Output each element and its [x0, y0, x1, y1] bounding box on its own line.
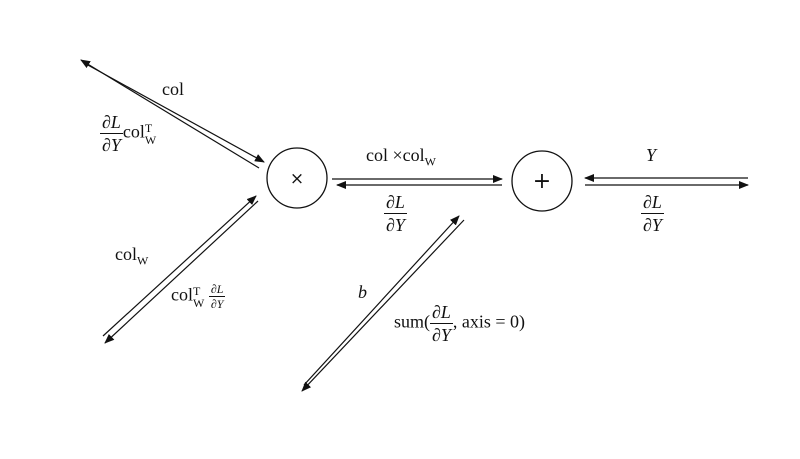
- product-backward-label: ∂L ∂Y: [384, 193, 407, 234]
- w-sub: W: [424, 154, 436, 169]
- colw-backward-arrow: [104, 200, 259, 344]
- y-forward-label: Y: [646, 146, 656, 164]
- add-symbol: +: [533, 169, 551, 194]
- frac-numerator: ∂L: [384, 192, 407, 214]
- product-forward-label: col ×colW: [366, 146, 436, 168]
- frac-numerator: ∂L: [641, 192, 664, 214]
- col-backward-arrow: [80, 59, 260, 169]
- col-term: col: [122, 121, 145, 142]
- w-sub: W: [193, 295, 205, 310]
- sum-func: sum(: [394, 311, 430, 332]
- times-operator: ×: [392, 145, 403, 165]
- frac-denominator: ∂Y: [643, 215, 662, 235]
- b-backward-arrow: [301, 219, 465, 392]
- b-forward-label: b: [358, 283, 367, 301]
- add-node: [511, 150, 573, 212]
- transpose-sup: T: [193, 283, 201, 298]
- colw-term: col: [171, 284, 193, 305]
- col-term: col: [402, 145, 425, 165]
- y-text: Y: [646, 145, 657, 165]
- w-sub: W: [137, 253, 149, 268]
- frac-denominator: ∂Y: [210, 297, 224, 311]
- transpose-sup: T: [144, 120, 153, 135]
- multiply-node: [266, 147, 328, 209]
- colw-forward-label: colW: [115, 245, 148, 267]
- colw-forward-arrow: [102, 195, 257, 337]
- frac-denominator: ∂Y: [432, 325, 451, 345]
- col-forward-label: col: [162, 80, 184, 98]
- axis-arg: , axis = 0): [452, 311, 526, 332]
- b-text: b: [358, 282, 367, 302]
- frac-numerator: ∂L: [430, 302, 453, 324]
- col-term: col: [366, 145, 388, 165]
- b-backward-label: sum( ∂L ∂Y , axis = 0): [394, 303, 525, 344]
- frac-denominator: ∂Y: [386, 215, 405, 235]
- colw-term: col: [115, 244, 137, 264]
- b-forward-arrow: [303, 215, 460, 386]
- w-sub: W: [144, 132, 157, 147]
- frac-numerator: ∂L: [208, 282, 226, 297]
- y-backward-fraction: ∂L ∂Y: [641, 193, 664, 234]
- product-backward-fraction: ∂L ∂Y: [384, 193, 407, 234]
- col-backward-fraction: ∂L ∂Y: [100, 113, 123, 154]
- b-backward-fraction: ∂L ∂Y: [430, 303, 453, 344]
- frac-numerator: ∂L: [100, 112, 123, 134]
- col-forward-text: col: [162, 79, 184, 99]
- multiply-symbol: ×: [290, 169, 304, 189]
- colw-backward-fraction: ∂L ∂Y: [208, 282, 226, 311]
- frac-denominator: ∂Y: [102, 135, 121, 155]
- y-backward-label: ∂L ∂Y: [641, 193, 664, 234]
